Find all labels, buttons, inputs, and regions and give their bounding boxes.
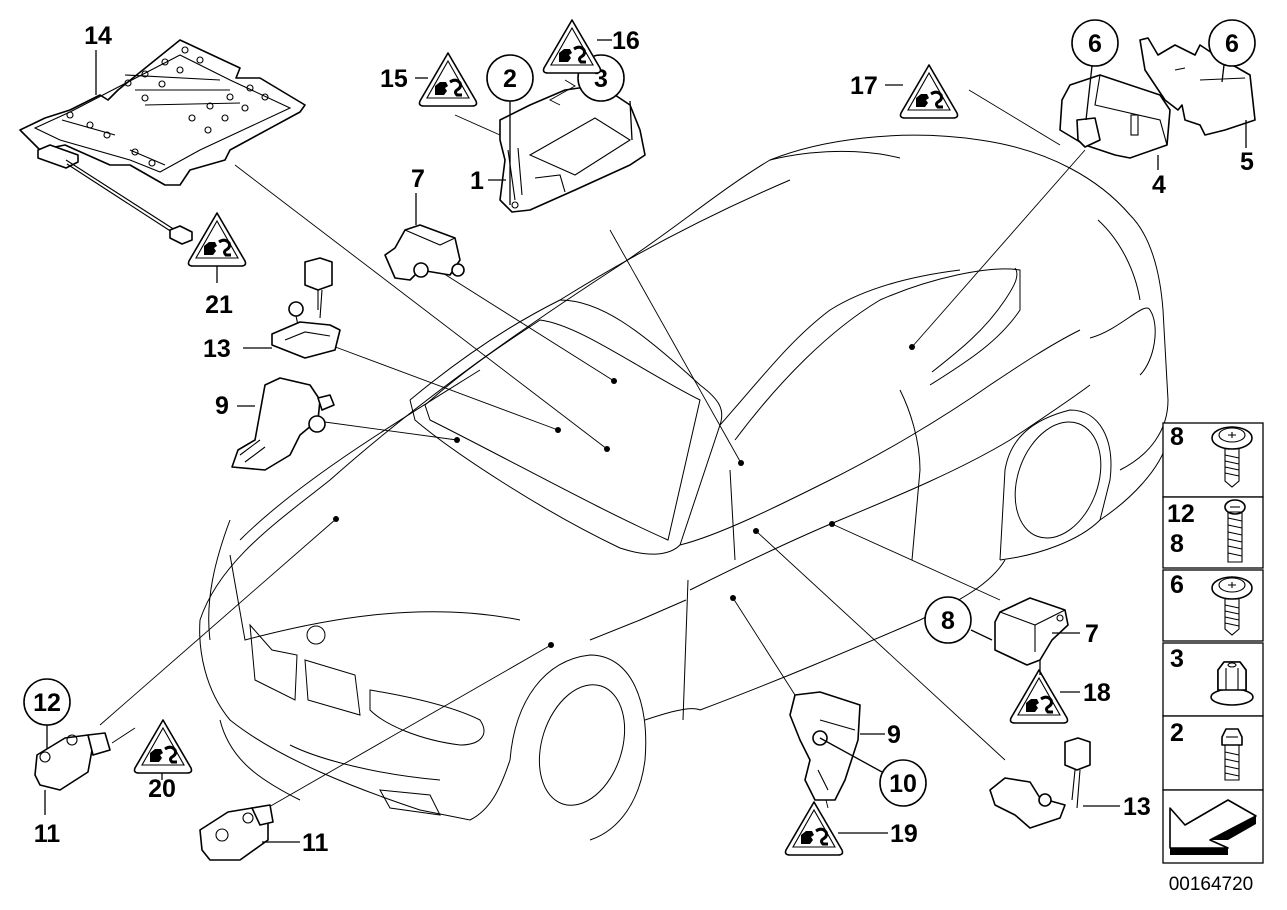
warning-label-20-icon[interactable] bbox=[133, 718, 193, 775]
hardware-ref: 8 bbox=[1170, 423, 1184, 451]
callout-9b: 9 bbox=[887, 721, 901, 749]
leader-15-to-unit bbox=[454, 114, 501, 136]
callout-8: 8 bbox=[941, 607, 955, 635]
part-11-front-sensor-left[interactable] bbox=[34, 732, 111, 791]
hardware-ref: 2 bbox=[1170, 719, 1184, 747]
hex-bolt-icon bbox=[1221, 728, 1243, 781]
car-location-dots bbox=[333, 344, 915, 648]
part-7-sensor-top[interactable] bbox=[384, 224, 465, 281]
leader-19-to-sensor bbox=[825, 799, 829, 809]
callout-13b: 13 bbox=[1123, 793, 1151, 821]
leader-10 bbox=[819, 737, 883, 773]
direction-arrow-icon bbox=[1169, 799, 1257, 855]
callout-18: 18 bbox=[1083, 679, 1111, 707]
callout-11b: 11 bbox=[302, 829, 329, 857]
hardware-ref: 3 bbox=[1170, 645, 1184, 673]
warning-label-17-icon[interactable] bbox=[899, 63, 959, 120]
callout-17: 17 bbox=[850, 72, 878, 100]
hardware-ref: 8 bbox=[1170, 530, 1184, 558]
callout-6b: 6 bbox=[1225, 30, 1239, 58]
part-9-side-sensor-right[interactable] bbox=[789, 691, 861, 801]
leader-6a bbox=[1085, 65, 1093, 121]
callout-7b: 7 bbox=[1085, 620, 1099, 648]
hardware-ref: 6 bbox=[1170, 571, 1184, 599]
car-outline bbox=[199, 134, 1169, 841]
hardware-row-1[interactable]: 8 bbox=[1170, 423, 1253, 488]
hardware-row-6[interactable] bbox=[1169, 799, 1257, 855]
part-9-side-sensor-left[interactable] bbox=[231, 377, 335, 471]
part-13-seat-sensor-left[interactable] bbox=[271, 257, 341, 359]
warning-label-21-icon[interactable] bbox=[187, 211, 247, 268]
hardware-legend: 8 12 8 6 bbox=[1162, 422, 1264, 864]
part-1-control-unit[interactable] bbox=[499, 84, 646, 213]
hardware-ref: 12 bbox=[1167, 500, 1195, 528]
leader-3 bbox=[629, 100, 633, 141]
part-14-seat-occupancy-mat[interactable] bbox=[19, 39, 306, 245]
flange-nut-icon bbox=[1210, 661, 1254, 706]
warning-label-16-icon[interactable] bbox=[542, 18, 602, 75]
part-13-seat-sensor-right[interactable] bbox=[989, 737, 1091, 829]
warning-label-15-icon[interactable] bbox=[418, 51, 478, 108]
leader-18-up bbox=[1039, 660, 1041, 675]
part-7-sensor-right[interactable] bbox=[994, 597, 1069, 666]
part-11-front-sensor-right[interactable] bbox=[199, 804, 274, 861]
leader-16-to-unit bbox=[549, 79, 576, 106]
callout-20: 20 bbox=[148, 775, 176, 803]
leader-6b bbox=[1221, 64, 1225, 83]
callout-14: 14 bbox=[84, 22, 112, 50]
pan-head-screw-icon bbox=[1224, 499, 1246, 563]
callout-11a: 11 bbox=[34, 820, 61, 848]
hardware-row-5[interactable]: 2 bbox=[1170, 719, 1243, 781]
callout-2: 2 bbox=[503, 65, 517, 93]
warning-label-18-icon[interactable] bbox=[1009, 668, 1069, 725]
callout-1: 1 bbox=[470, 167, 484, 195]
part-6a-circle bbox=[1071, 19, 1119, 67]
drawing-number: 00164720 bbox=[1169, 874, 1254, 895]
callout-15: 15 bbox=[380, 65, 408, 93]
callout-7a: 7 bbox=[411, 165, 425, 193]
callout-10: 10 bbox=[889, 770, 917, 798]
washer-head-tapping-screw-icon bbox=[1211, 426, 1253, 488]
part-10-circle bbox=[879, 759, 927, 807]
part-8-circle bbox=[924, 596, 972, 644]
warning-label-19-icon[interactable] bbox=[784, 800, 844, 857]
callout-9a: 9 bbox=[215, 392, 229, 420]
hardware-row-2[interactable]: 12 8 bbox=[1167, 499, 1246, 563]
callout-21: 21 bbox=[205, 291, 233, 319]
callout-6a: 6 bbox=[1088, 30, 1102, 58]
hardware-row-3[interactable]: 6 bbox=[1170, 571, 1253, 636]
part-6b-circle bbox=[1208, 19, 1256, 67]
callout-12: 12 bbox=[33, 689, 61, 717]
hardware-row-4[interactable]: 3 bbox=[1170, 645, 1254, 706]
callout-13a: 13 bbox=[203, 335, 231, 363]
callout-16: 16 bbox=[612, 27, 640, 55]
washer-head-tapping-screw-icon bbox=[1211, 576, 1253, 636]
callout-19: 19 bbox=[890, 820, 918, 848]
callout-5: 5 bbox=[1240, 148, 1254, 176]
leader-8 bbox=[970, 629, 993, 641]
leader-20-to-sensor bbox=[111, 727, 136, 744]
leader-lines bbox=[99, 89, 1086, 816]
part-4-airbag-control-unit[interactable] bbox=[1059, 74, 1171, 159]
callout-4: 4 bbox=[1152, 171, 1166, 199]
